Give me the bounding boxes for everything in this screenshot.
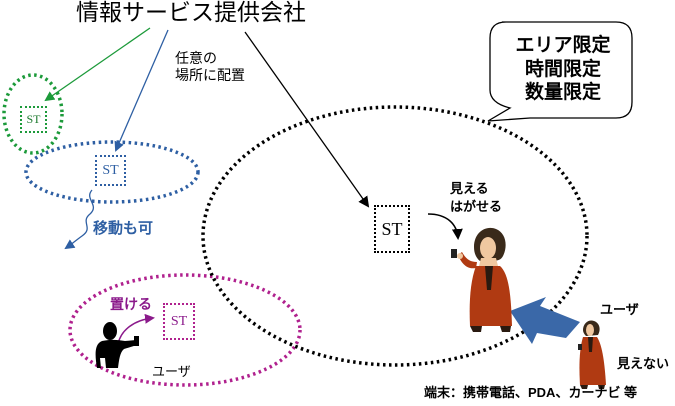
blue-area-ellipse (24, 140, 200, 204)
speech-bubble (487, 21, 633, 122)
blue-arrow (114, 29, 169, 152)
st-sticker-purple: ST (163, 303, 195, 340)
main-area-ellipse (201, 105, 589, 367)
green-arrow (44, 27, 151, 102)
invisible-note: 見えない (617, 356, 670, 371)
visible-note-line: 見える (450, 181, 489, 196)
user-label-left: ユーザ (152, 364, 191, 379)
black-arrow (244, 31, 370, 208)
placement-note-line: 任意の (175, 50, 217, 66)
st-sticker-green: ST (20, 106, 47, 133)
placement-note-line: 場所に配置 (175, 66, 245, 83)
placement-note: 任意の 場所に配置 (175, 50, 245, 84)
green-area-ellipse (2, 73, 64, 155)
woman-with-phone-icon (451, 227, 512, 332)
man-silhouette-icon (95, 322, 139, 368)
peel-arrow (427, 213, 463, 240)
approach-arrow (510, 297, 580, 344)
limits-callout: エリア限定 時間限定 数量限定 (498, 34, 628, 105)
st-sticker-main: ST (374, 205, 410, 253)
st-sticker-blue: ST (95, 155, 126, 186)
limits-line: エリア限定 (515, 35, 611, 56)
movement-line (64, 189, 95, 250)
movable-note: 移動も可 (93, 220, 154, 237)
provider-label: 情報サービス提供会社 (76, 0, 306, 25)
purple-area-ellipse (68, 273, 302, 387)
small-woman-icon (578, 320, 606, 389)
placeable-note: 置ける (110, 296, 152, 312)
limits-line: 数量限定 (524, 82, 601, 104)
visible-note-line: はがせる (450, 198, 503, 214)
devices-note: 端末：携帯電話、PDA、カーナビ 等 (424, 385, 638, 400)
visible-note: 見える はがせる (450, 180, 502, 215)
user-label-right: ユーザ (600, 302, 639, 317)
limits-line: 時間限定 (524, 58, 601, 80)
